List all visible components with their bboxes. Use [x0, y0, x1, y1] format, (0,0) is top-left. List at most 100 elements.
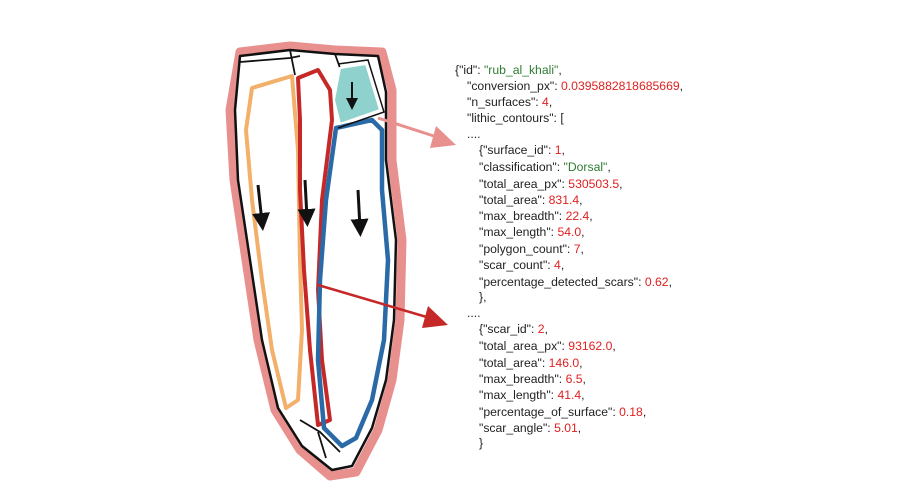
json-number-value: 0.18	[619, 405, 643, 419]
json-number-value: 5.01	[554, 421, 578, 435]
json-key: ,	[582, 372, 586, 386]
json-line: "lithic_contours": [	[467, 110, 564, 126]
json-key: },	[479, 290, 487, 304]
json-line: "total_area_px": 530503.5,	[479, 176, 623, 192]
json-line: "max_length": 41.4,	[479, 387, 585, 403]
json-number-value: 0.0395882818685669	[561, 79, 680, 93]
json-line: "n_surfaces": 4,	[467, 94, 552, 110]
json-key: {"scar_id":	[479, 322, 538, 336]
scar-orange	[244, 74, 304, 410]
flake-direction-arrow-icon	[297, 179, 316, 227]
surface-pointer-arrowhead	[430, 126, 456, 148]
json-key: {"id":	[455, 63, 484, 77]
json-key: "total_area_px":	[479, 177, 569, 191]
json-key: "total_area_px":	[479, 339, 569, 353]
json-key: ,	[581, 388, 585, 402]
json-number-value: 1	[554, 143, 562, 157]
json-key: ....	[467, 127, 481, 141]
json-key: ,	[544, 322, 548, 336]
json-number-value: 93162.0	[568, 339, 613, 353]
json-key: ,	[579, 193, 583, 207]
json-key: "n_surfaces":	[467, 95, 543, 109]
json-key: "percentage_of_surface":	[479, 405, 620, 419]
json-key: {"surface_id":	[479, 143, 555, 157]
json-key: ,	[581, 225, 585, 239]
json-number-value: 41.4	[557, 388, 582, 402]
json-line: "scar_angle": 5.01,	[479, 420, 581, 436]
json-line: ....	[467, 126, 481, 142]
json-line: "polygon_count": 7,	[479, 241, 584, 257]
json-key: }	[479, 436, 484, 450]
json-key: "scar_count":	[479, 258, 555, 272]
json-line: ....	[467, 305, 481, 321]
json-key: ,	[619, 177, 623, 191]
json-key: "conversion_px":	[467, 79, 562, 93]
json-line: },	[479, 289, 486, 305]
json-number-value: 2	[537, 322, 545, 336]
json-number-value: 530503.5	[568, 177, 620, 191]
json-key: "max_length":	[479, 225, 558, 239]
json-line: {"scar_id": 2,	[479, 321, 548, 337]
flake-direction-arrow-icon	[350, 189, 369, 237]
json-key: ,	[589, 209, 593, 223]
json-key: "scar_angle":	[479, 421, 555, 435]
json-key: ,	[642, 405, 647, 419]
json-line: "classification": "Dorsal",	[479, 159, 611, 175]
json-key: ....	[467, 306, 481, 320]
json-key: "max_breadth":	[479, 209, 566, 223]
json-line: "percentage_detected_scars": 0.62,	[479, 274, 672, 290]
json-key: ,	[577, 421, 582, 435]
surface-pointer-arrow	[377, 116, 441, 140]
json-key: "classification":	[479, 160, 564, 174]
json-key: ,	[579, 356, 583, 370]
json-key: "max_breadth":	[479, 372, 566, 386]
json-key: "total_area":	[479, 356, 549, 370]
json-key: "max_length":	[479, 388, 558, 402]
json-key: "polygon_count":	[479, 242, 574, 256]
json-key: ,	[580, 242, 584, 256]
json-number-value: 54.0	[557, 225, 582, 239]
json-number-value: 4	[542, 95, 549, 109]
json-line: "total_area": 831.4,	[479, 192, 583, 208]
json-line: "conversion_px": 0.0395882818685669,	[467, 78, 683, 94]
ridge-lines	[239, 49, 341, 459]
scar-blue	[315, 117, 391, 449]
json-number-value: 6.5	[565, 372, 583, 386]
json-line: "total_area": 146.0,	[479, 355, 583, 371]
json-number-value: 7	[573, 242, 581, 256]
json-line: "max_breadth": 6.5,	[479, 371, 586, 387]
json-key: "total_area":	[479, 193, 549, 207]
scar-red	[296, 68, 334, 427]
json-key: ,	[558, 63, 562, 77]
scar-teal	[332, 62, 382, 126]
scar-pointer-arrow	[317, 283, 431, 320]
flake-direction-arrow-icon	[252, 184, 270, 231]
json-key: ,	[679, 79, 684, 93]
surface-halo	[225, 41, 407, 481]
json-line: "percentage_of_surface": 0.18,	[479, 404, 646, 420]
json-key: ,	[668, 275, 672, 289]
scar-teal-outline	[337, 59, 385, 129]
json-key: ,	[560, 258, 565, 272]
json-line: "scar_count": 4,	[479, 257, 564, 273]
json-key: "percentage_detected_scars":	[479, 275, 645, 289]
json-line: {"surface_id": 1,	[479, 142, 565, 158]
json-line: "max_length": 54.0,	[479, 224, 585, 240]
json-string-value: "Dorsal"	[563, 160, 608, 174]
json-number-value: 146.0	[548, 356, 580, 370]
json-number-value: 22.4	[565, 209, 590, 223]
json-key: ,	[548, 95, 553, 109]
json-number-value: 831.4	[548, 193, 580, 207]
scar-pointer-arrowhead	[422, 306, 448, 328]
json-line: "total_area_px": 93162.0,	[479, 338, 616, 354]
json-line: "max_breadth": 22.4,	[479, 208, 593, 224]
json-key: ,	[561, 143, 565, 157]
json-key: ,	[607, 160, 611, 174]
json-key: ,	[612, 339, 616, 353]
json-number-value: 4	[554, 258, 561, 272]
json-line: }	[479, 435, 483, 451]
json-line: {"id": "rub_al_khali",	[455, 62, 562, 78]
json-number-value: 0.62	[644, 275, 669, 289]
